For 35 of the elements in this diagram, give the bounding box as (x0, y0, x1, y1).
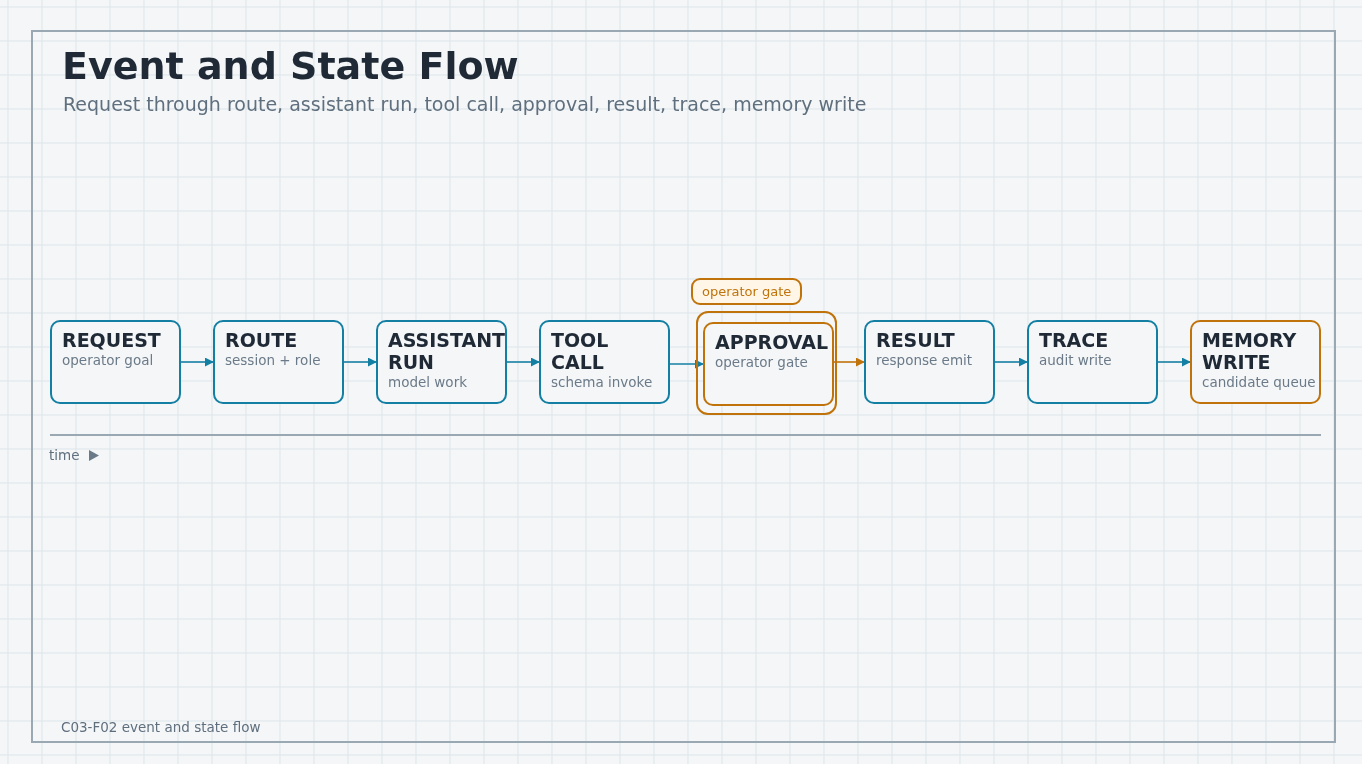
step-detail: operator gate (715, 353, 809, 371)
step-title: TRACE (1039, 329, 1109, 351)
step-detail: audit write (1039, 351, 1113, 369)
step-detail: operator goal (62, 351, 155, 369)
step-title: APPROVAL (715, 331, 829, 353)
process-box (213, 320, 344, 404)
arrow (1157, 357, 1191, 367)
diagram-title: Event and State Flow (62, 44, 519, 88)
step-title: REQUEST (62, 329, 161, 351)
arrow (506, 357, 540, 367)
arrow (669, 359, 704, 369)
arrow (343, 357, 377, 367)
figure-id: C03-F02 event and state flow (61, 719, 261, 735)
arrow (994, 357, 1028, 367)
process-box (50, 320, 181, 404)
process-box (864, 320, 995, 404)
step-title: MEMORY WRITE (1202, 329, 1297, 373)
axis-label: time (49, 447, 80, 463)
step-detail: session + role (225, 351, 322, 369)
process-box (539, 320, 670, 404)
diagram-subtitle: Request through route, assistant run, tool call, approval, result, trace, memory write (63, 93, 867, 115)
gate-tag: operator gate (691, 278, 803, 305)
step-title: ASSISTANT RUN (388, 329, 506, 373)
process-box (1027, 320, 1158, 404)
step-title: ROUTE (225, 329, 298, 351)
step-detail: response emit (876, 351, 974, 369)
step-detail: schema invoke (551, 373, 654, 391)
arrow (180, 357, 214, 367)
process-box (1190, 320, 1321, 404)
step-title: RESULT (876, 329, 955, 351)
step-detail: candidate queue (1202, 373, 1317, 391)
process-box (376, 320, 507, 404)
process-box (703, 322, 834, 406)
step-title: TOOL CALL (551, 329, 609, 373)
step-detail: model work (388, 373, 468, 391)
